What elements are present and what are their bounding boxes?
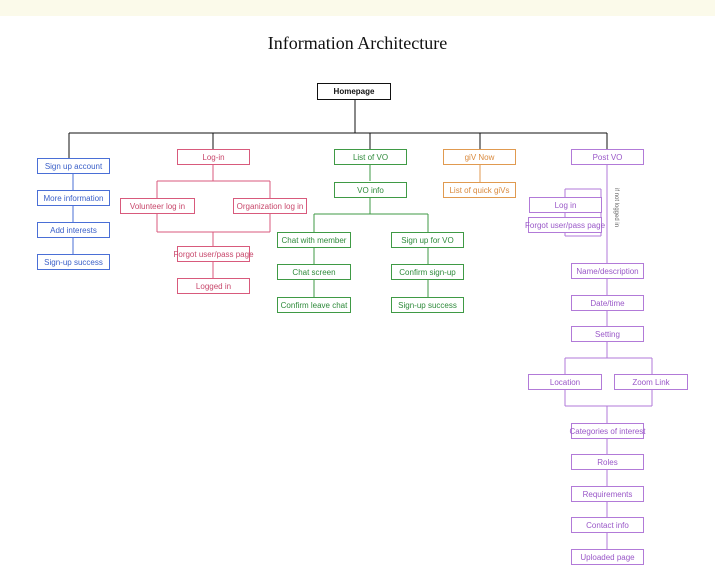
vo-signup-success-node[interactable]: Sign-up success: [391, 297, 464, 313]
location-node[interactable]: Location: [528, 374, 602, 390]
signup-for-vo-node[interactable]: Sign up for VO: [391, 232, 464, 248]
signup-success-node[interactable]: Sign-up success: [37, 254, 110, 270]
post-forgot-password-node[interactable]: Forgot user/pass page: [525, 217, 605, 233]
date-time-node[interactable]: Date/time: [571, 295, 644, 311]
page-title: Information Architecture: [267, 33, 448, 53]
vo-info-node[interactable]: VO info: [334, 182, 407, 198]
list-of-quick-givs-node[interactable]: List of quick giVs: [443, 182, 516, 198]
post-vo-node[interactable]: Post VO: [571, 149, 644, 165]
confirm-leave-chat-node[interactable]: Confirm leave chat: [277, 297, 351, 313]
list-of-vo-node[interactable]: List of VO: [334, 149, 407, 165]
setting-node[interactable]: Setting: [571, 326, 644, 342]
confirm-signup-node[interactable]: Confirm sign-up: [391, 264, 464, 280]
volunteer-login-node[interactable]: Volunteer log in: [120, 198, 195, 214]
add-interests-node[interactable]: Add interests: [37, 222, 110, 238]
name-description-node[interactable]: Name/description: [571, 263, 644, 279]
chat-screen-node[interactable]: Chat screen: [277, 264, 351, 280]
homepage-node[interactable]: Homepage: [317, 83, 391, 100]
login-node[interactable]: Log-in: [177, 149, 250, 165]
forgot-password-node[interactable]: Forgot user/pass page: [173, 246, 254, 262]
logged-in-node[interactable]: Logged in: [177, 278, 250, 294]
chat-with-member-node[interactable]: Chat with member: [277, 232, 351, 248]
requirements-node[interactable]: Requirements: [571, 486, 644, 502]
more-information-node[interactable]: More information: [37, 190, 110, 206]
signup-account-node[interactable]: Sign up account: [37, 158, 110, 174]
giv-now-node[interactable]: giV Now: [443, 149, 516, 165]
top-banner: [0, 0, 715, 16]
uploaded-page-node[interactable]: Uploaded page: [571, 549, 644, 565]
if-not-logged-in-annotation: if not logged in: [613, 188, 619, 228]
contact-info-node[interactable]: Contact info: [571, 517, 644, 533]
organization-login-node[interactable]: Organization log in: [233, 198, 307, 214]
zoom-link-node[interactable]: Zoom Link: [614, 374, 688, 390]
post-login-node[interactable]: Log in: [529, 197, 602, 213]
roles-node[interactable]: Roles: [571, 454, 644, 470]
categories-of-interest-node[interactable]: Categories of interest: [569, 423, 646, 439]
